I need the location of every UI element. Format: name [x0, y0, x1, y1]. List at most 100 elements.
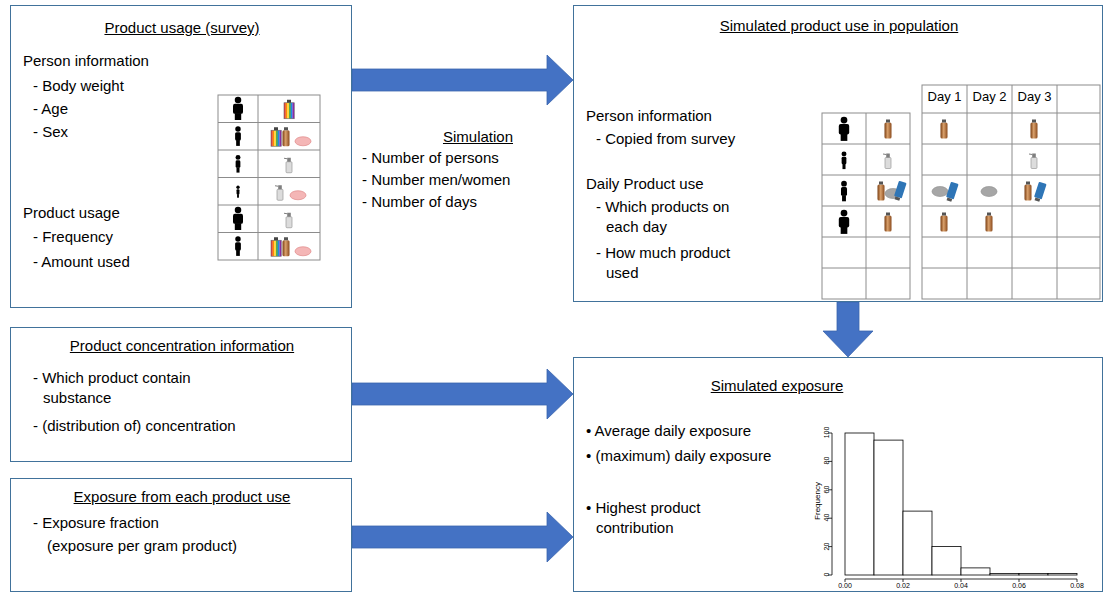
box-heading: Product concentration information	[11, 336, 353, 356]
simulation-note: - Number of days	[362, 192, 562, 212]
axis-label: 80	[822, 449, 831, 473]
soap-icon	[932, 187, 948, 197]
grid-line	[922, 237, 1100, 238]
bottle-cap	[1032, 120, 1036, 123]
person-icon-legs	[841, 134, 848, 141]
person-icon-head	[841, 181, 847, 187]
person-icon-head	[235, 236, 240, 241]
grid-line	[845, 579, 846, 582]
block-arrow	[352, 369, 573, 419]
box-text: - Copied from survey	[596, 129, 821, 149]
rainbow-bottle-stripe	[273, 240, 275, 256]
bottle-icon	[283, 130, 290, 146]
soap-icon	[981, 187, 997, 197]
axis-label: 0	[822, 563, 831, 587]
grid-line	[1057, 85, 1058, 299]
axis-label: 0.06	[1004, 581, 1034, 590]
rainbow-bottle-stripe	[276, 130, 278, 146]
grid-line	[218, 122, 320, 123]
person-icon-legs	[841, 227, 848, 234]
person-icon-body	[236, 160, 241, 168]
histogram-bar	[990, 574, 1019, 575]
bottle-cap	[942, 120, 946, 123]
spray-nozzle	[886, 154, 890, 158]
spray-nozzle	[287, 158, 291, 162]
bottle-icon	[885, 123, 892, 139]
spray-icon	[286, 162, 292, 173]
simulation-note: - Number of persons	[362, 148, 562, 168]
box-text: - Amount used	[33, 252, 213, 272]
bottle-icon	[1031, 123, 1038, 139]
axis-label: Frequency	[813, 471, 823, 531]
grid-line	[218, 177, 320, 178]
spray-nozzle	[1032, 154, 1036, 158]
table-header: Day 2	[967, 89, 1012, 104]
spray-icon	[885, 158, 891, 169]
person-icon-body	[237, 189, 240, 194]
person-icon-body	[839, 217, 849, 227]
grid-line	[1077, 579, 1078, 582]
process-box: Simulated product use in populationPerso…	[573, 5, 1103, 302]
person-icon-legs	[236, 167, 239, 172]
sponge-icon	[295, 137, 311, 146]
bottle-cap	[879, 182, 883, 185]
grid-line	[922, 113, 1100, 114]
person-icon-legs	[237, 194, 239, 198]
box-text: - (distribution of) concentration	[33, 416, 333, 436]
rainbow-bottle-stripe	[291, 103, 293, 119]
grid-line	[961, 579, 962, 582]
tube-cap	[1035, 197, 1041, 201]
person-icon-head	[235, 207, 242, 214]
spray-jet	[284, 213, 287, 215]
box-text: - Which products on each day	[596, 197, 764, 237]
person-icon-head	[842, 151, 847, 156]
person-icon-legs	[235, 113, 241, 120]
grid-line	[1012, 85, 1013, 299]
bottle-icon	[986, 216, 993, 232]
process-box: Exposure from each product use- Exposure…	[10, 478, 352, 592]
histogram-bar	[932, 547, 961, 575]
block-arrow	[352, 512, 573, 562]
box-text: Person information	[586, 106, 811, 126]
histogram-bar	[874, 440, 903, 575]
box-text: Product usage	[23, 203, 213, 223]
process-box: Product usage (survey)Person information…	[10, 5, 352, 308]
spray-icon	[277, 189, 283, 200]
rainbow-bottle-stripe	[274, 130, 276, 146]
grid-line	[218, 232, 320, 233]
box-text: • (maximum) daily exposure	[586, 446, 778, 466]
rainbow-bottle-stripe	[289, 103, 291, 119]
bottle-cap	[942, 213, 946, 216]
box-text: Daily Product use	[586, 174, 811, 194]
bottle-icon	[941, 216, 948, 232]
simulation-note: Simulation	[398, 127, 558, 147]
person-icon-body	[233, 104, 243, 114]
spray-icon	[1031, 158, 1037, 169]
table-header: Day 1	[922, 89, 967, 104]
rainbow-bottle-outline	[271, 240, 281, 256]
tube-cap	[895, 196, 901, 200]
tube-icon	[1034, 182, 1047, 200]
bottle-cap	[987, 213, 991, 216]
tube-icon	[946, 182, 959, 200]
grid-line	[258, 95, 259, 260]
grid-line	[1019, 579, 1020, 582]
sponge-icon	[295, 247, 311, 256]
grid-line	[922, 175, 1100, 176]
rainbow-bottle-outline	[284, 103, 294, 119]
rainbow-bottle-stripe	[278, 130, 280, 146]
person-icon-head	[236, 186, 239, 189]
person-icon-body	[233, 214, 243, 224]
bottle-icon	[885, 216, 892, 232]
person-icon-head	[235, 126, 240, 131]
grid-line	[218, 150, 320, 151]
box-text: • Highest product contribution	[586, 498, 778, 538]
person-icon-legs	[235, 223, 241, 230]
rainbow-bottle-stripe	[274, 240, 276, 256]
grid-line	[832, 433, 833, 575]
box-text: - Age	[33, 99, 213, 119]
box-heading: Product usage (survey)	[11, 18, 353, 38]
rainbow-bottle-stripe	[278, 240, 280, 256]
bottle-icon	[941, 123, 948, 139]
